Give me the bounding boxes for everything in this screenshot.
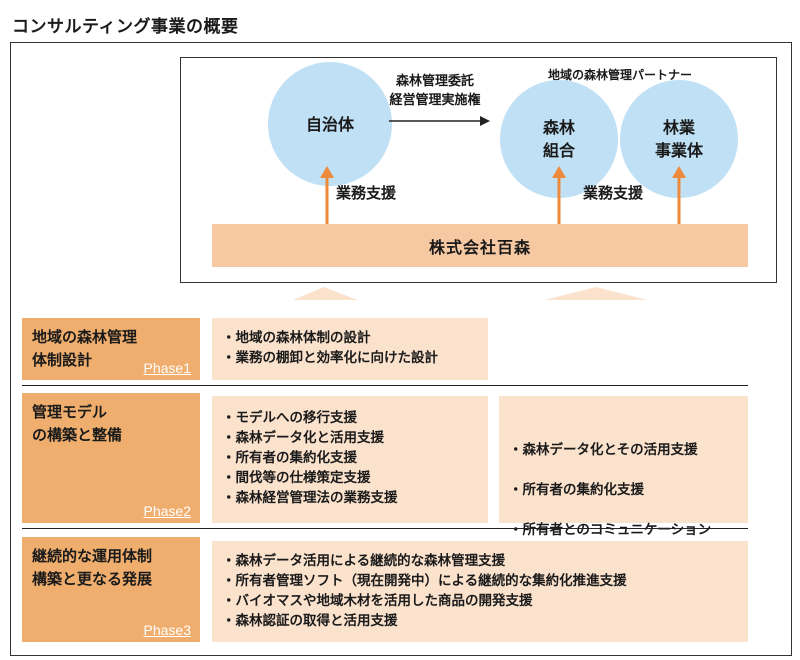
phase2-content-right: ・森林データ化とその活用支援 ・所有者の集約化支援 ・所有者とのコミュニケーショ… <box>499 396 748 558</box>
phase1-content: ・地域の森林体制の設計 ・業務の棚卸と効率化に向けた設計 <box>212 318 488 380</box>
support-arrow-coop-head <box>552 166 566 178</box>
phase3-list: ・森林データ活用による継続的な森林管理支援 ・所有者管理ソフト（現在開発中）によ… <box>222 551 627 631</box>
list-item: ・森林データ活用による継続的な森林管理支援 <box>222 553 506 569</box>
phase2-title: 管理モデル の構築と整備 <box>32 403 123 444</box>
phase2-list-left: ・モデルへの移行支援 ・森林データ化と活用支援 ・所有者の集約化支援 ・間伐等の… <box>222 408 398 508</box>
flow-label: 森林管理委託 経営管理実施権 <box>389 74 481 108</box>
support-label-left: 業務支援 <box>336 184 397 202</box>
list-item: ・地域の森林体制の設計 <box>222 330 371 346</box>
phase3-content: ・森林データ活用による継続的な森林管理支援 ・所有者管理ソフト（現在開発中）によ… <box>212 541 748 642</box>
list-item: ・所有者の集約化支援 <box>222 450 357 466</box>
list-item: ・所有者管理ソフト（現在開発中）による継続的な集約化推進支援 <box>222 573 627 589</box>
forest-coop-label: 森林 組合 <box>542 118 575 160</box>
forest-business-label: 林業 事業体 <box>654 118 703 160</box>
municipality-circle: 自治体 <box>268 62 392 186</box>
diagram-arrows <box>292 116 686 300</box>
company-label: 株式会社百森 <box>428 237 531 257</box>
phase1-tag: Phase1 <box>143 360 191 376</box>
phase2-box: 管理モデル の構築と整備 Phase2 <box>22 393 200 523</box>
phase1-title: 地域の森林管理 体制設計 <box>32 328 138 369</box>
list-item: ・業務の棚卸と効率化に向けた設計 <box>222 350 438 366</box>
phase3-box: 継続的な運用体制 構築と更なる発展 Phase3 <box>22 537 200 642</box>
list-item: ・森林データ化とその活用支援 <box>509 442 698 458</box>
list-item: ・間伐等の仕様策定支援 <box>222 470 371 486</box>
phase3-tag: Phase3 <box>143 622 191 638</box>
list-item: ・モデルへの移行支援 <box>222 410 357 426</box>
support-arrow-municipality-head <box>320 166 334 178</box>
municipality-label: 自治体 <box>305 114 354 134</box>
list-item: ・森林データ化と活用支援 <box>222 430 384 446</box>
page-title: コンサルティング事業の概要 <box>12 17 239 37</box>
delegation-arrow-head <box>480 116 490 126</box>
support-label-right: 業務支援 <box>583 184 644 202</box>
list-item: ・森林認証の取得と活用支援 <box>222 613 398 629</box>
company-bar: 株式会社百森 <box>212 224 748 267</box>
phase2-tag: Phase2 <box>143 503 191 519</box>
outer-frame <box>10 42 792 656</box>
list-item: ・森林経営管理法の業務支援 <box>222 490 398 506</box>
divider <box>22 528 748 529</box>
list-item: ・所有者の集約化支援 <box>509 482 644 498</box>
phase3-title: 継続的な運用体制 構築と更なる発展 <box>32 547 153 588</box>
phase2-content-left: ・モデルへの移行支援 ・森林データ化と活用支援 ・所有者の集約化支援 ・間伐等の… <box>212 396 488 523</box>
support-arrow-business-head <box>672 166 686 178</box>
partner-label: 地域の森林管理パートナー <box>547 68 692 82</box>
phase1-box: 地域の森林管理 体制設計 Phase1 <box>22 318 200 380</box>
triangle-right <box>544 287 648 300</box>
phase1-list: ・地域の森林体制の設計 ・業務の棚卸と効率化に向けた設計 <box>222 328 438 368</box>
divider <box>22 385 748 386</box>
list-item: ・バイオマスや地域木材を活用した商品の開発支援 <box>222 593 533 609</box>
triangle-left <box>292 287 358 300</box>
